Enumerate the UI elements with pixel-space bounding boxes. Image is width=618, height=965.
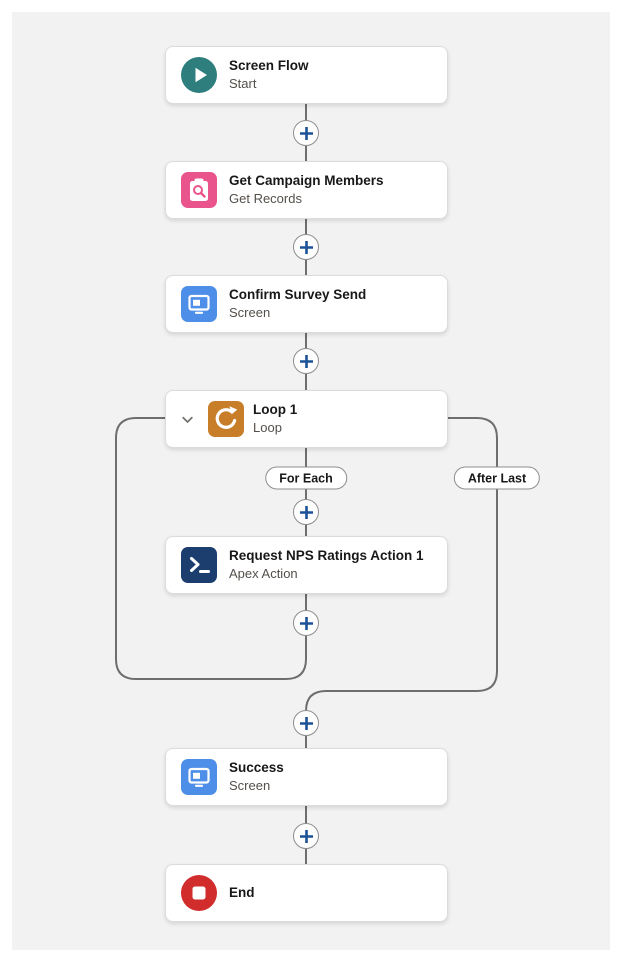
add-element-button[interactable] [293,234,319,260]
node-subtitle: Start [229,76,257,92]
plus-icon [299,354,313,368]
node-card-request-nps-ratings[interactable]: Request NPS Ratings Action 1 Apex Action [165,536,448,594]
plus-icon [299,126,313,140]
node-card-success[interactable]: Success Screen [165,748,448,806]
record-lookup-icon [181,172,217,208]
loop-icon [208,401,244,437]
node-title: Request NPS Ratings Action 1 [229,548,424,564]
node-subtitle: Get Records [229,191,302,207]
plus-icon [299,616,313,630]
node-title: Success [229,760,284,776]
add-element-button[interactable] [293,120,319,146]
node-card-confirm-survey-send[interactable]: Confirm Survey Send Screen [165,275,448,333]
node-subtitle: Screen [229,778,271,794]
stop-icon [181,875,217,911]
screen-icon [181,759,217,795]
add-element-button[interactable] [293,823,319,849]
chevron-down-icon [181,416,193,423]
node-subtitle: Apex Action [229,566,298,582]
node-title: Confirm Survey Send [229,287,367,303]
terminal-icon [181,547,217,583]
node-subtitle: Loop [253,420,282,436]
node-card-screen-flow-start[interactable]: Screen Flow Start [165,46,448,104]
node-title: End [229,884,255,900]
branch-label-after-last: After Last [453,466,541,490]
node-card-end[interactable]: End [165,864,448,922]
node-title: Loop 1 [253,402,298,418]
node-title: Get Campaign Members [229,173,384,189]
node-card-loop-1[interactable]: Loop 1 Loop [165,390,448,448]
plus-icon [299,240,313,254]
add-element-button[interactable] [293,348,319,374]
node-card-get-campaign-members[interactable]: Get Campaign Members Get Records [165,161,448,219]
plus-icon [299,505,313,519]
screen-icon [181,286,217,322]
node-title: Screen Flow [229,58,309,74]
node-subtitle: Screen [229,305,271,321]
add-element-button[interactable] [293,610,319,636]
play-icon [181,57,217,93]
add-element-button[interactable] [293,499,319,525]
plus-icon [299,716,313,730]
add-element-button[interactable] [293,710,319,736]
branch-label-for-each: For Each [265,466,347,490]
loop-collapse-button[interactable] [175,407,199,431]
plus-icon [299,829,313,843]
